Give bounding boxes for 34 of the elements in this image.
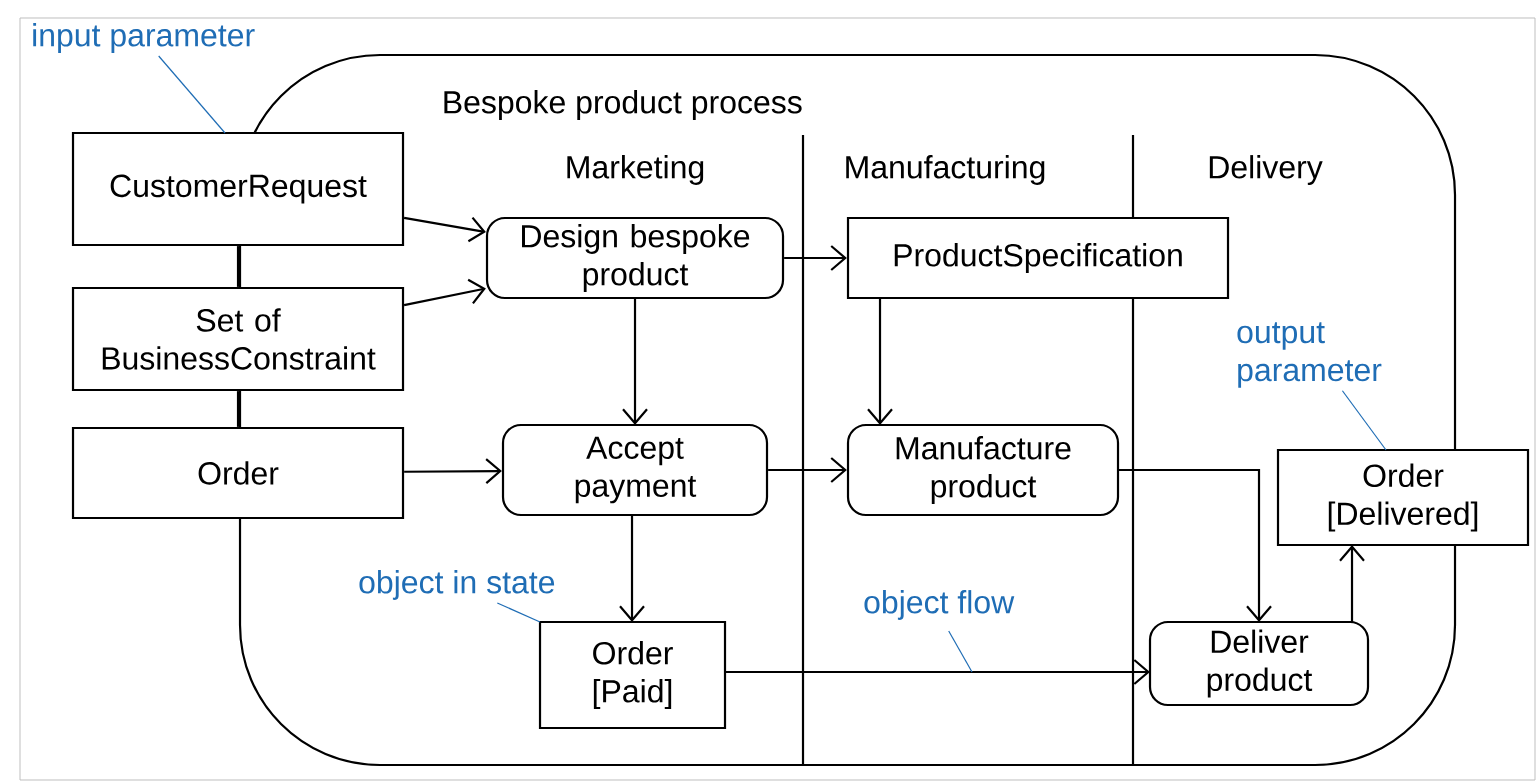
arrow bbox=[867, 298, 893, 425]
arrow bbox=[1118, 468, 1272, 622]
action-box: Manufacture product bbox=[846, 423, 1120, 517]
lane-heading: Delivery bbox=[1209, 155, 1323, 185]
arrow bbox=[725, 659, 1150, 685]
object-box: ProductSpecification bbox=[846, 216, 1230, 300]
object-box: Set of BusinessConstraint bbox=[71, 286, 405, 392]
arrow bbox=[404, 458, 502, 484]
arrow bbox=[403, 216, 486, 243]
object-box: Order [Paid] bbox=[538, 620, 727, 730]
arrow bbox=[768, 457, 847, 483]
object-box: Order bbox=[71, 426, 405, 520]
arrow bbox=[1339, 545, 1365, 622]
action-box: Accept payment bbox=[501, 423, 769, 517]
annotation-text: output parameter bbox=[1237, 322, 1382, 388]
connector-line bbox=[236, 246, 240, 287]
action-box: Design bespoke product bbox=[485, 216, 785, 300]
arrow bbox=[403, 278, 486, 307]
annotation-text: input parameter bbox=[33, 23, 255, 53]
connector-line bbox=[236, 391, 240, 427]
action-box: Deliver product bbox=[1148, 620, 1370, 707]
object-box: CustomerRequest bbox=[71, 131, 405, 247]
arrow bbox=[619, 515, 645, 622]
lane-heading: Manufacturing bbox=[846, 155, 1045, 185]
annotation-text: object in state bbox=[359, 570, 555, 600]
arrow bbox=[622, 298, 648, 425]
arrow bbox=[784, 245, 847, 271]
leader-line bbox=[948, 630, 973, 673]
annotation-text: object flow bbox=[864, 590, 1015, 620]
object-box: Order [Delivered] bbox=[1276, 448, 1530, 547]
lane-heading: Marketing bbox=[567, 155, 704, 185]
leader-line bbox=[496, 602, 541, 623]
leader-line bbox=[158, 55, 226, 134]
leader-line bbox=[1341, 390, 1387, 451]
